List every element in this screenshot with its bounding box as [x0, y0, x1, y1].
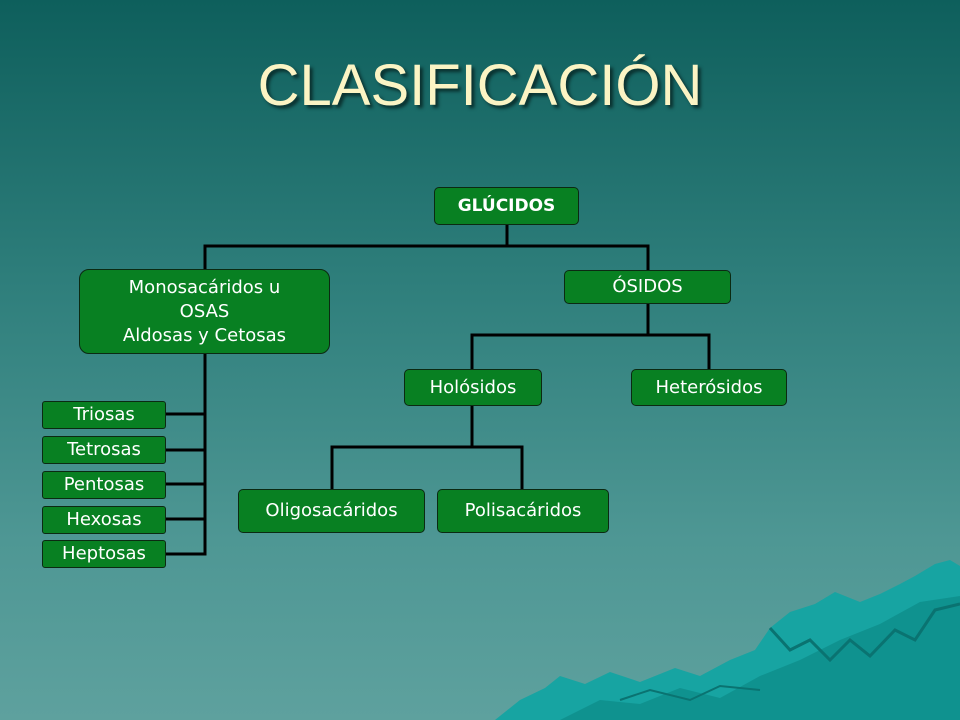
- node-pentosas-label: Pentosas: [63, 474, 145, 495]
- node-monosacaridos-line1: Monosacáridos u: [128, 276, 281, 298]
- node-tetrosas: Tetrosas: [42, 436, 166, 464]
- node-holosidos: Holósidos: [404, 369, 542, 406]
- node-oligosacaridos: Oligosacáridos: [238, 489, 425, 533]
- node-polisacaridos-label: Polisacáridos: [464, 500, 582, 521]
- node-glucidos-label: GLÚCIDOS: [457, 196, 556, 216]
- node-heptosas-label: Heptosas: [62, 543, 146, 564]
- node-triosas: Triosas: [42, 401, 166, 429]
- node-heterosidos-label: Heterósidos: [655, 376, 763, 398]
- node-polisacaridos: Polisacáridos: [437, 489, 609, 533]
- page-title: CLASIFICACIÓN: [257, 53, 703, 118]
- node-heptosas: Heptosas: [42, 540, 166, 568]
- node-triosas-label: Triosas: [73, 404, 135, 425]
- node-osidos: ÓSIDOS: [564, 270, 731, 304]
- node-monosacaridos-line3: Aldosas y Cetosas: [122, 324, 287, 346]
- node-monosacaridos: Monosacáridos u OSAS Aldosas y Cetosas: [79, 269, 330, 354]
- node-hexosas: Hexosas: [42, 506, 166, 534]
- node-hexosas-label: Hexosas: [66, 509, 142, 530]
- node-tetrosas-label: Tetrosas: [67, 439, 141, 460]
- node-oligosacaridos-label: Oligosacáridos: [265, 500, 398, 521]
- node-monosacaridos-line2: OSAS: [179, 300, 230, 322]
- node-osidos-label: ÓSIDOS: [612, 276, 683, 297]
- node-holosidos-label: Holósidos: [429, 376, 517, 398]
- node-glucidos: GLÚCIDOS: [434, 187, 579, 225]
- node-heterosidos: Heterósidos: [631, 369, 787, 406]
- node-pentosas: Pentosas: [42, 471, 166, 499]
